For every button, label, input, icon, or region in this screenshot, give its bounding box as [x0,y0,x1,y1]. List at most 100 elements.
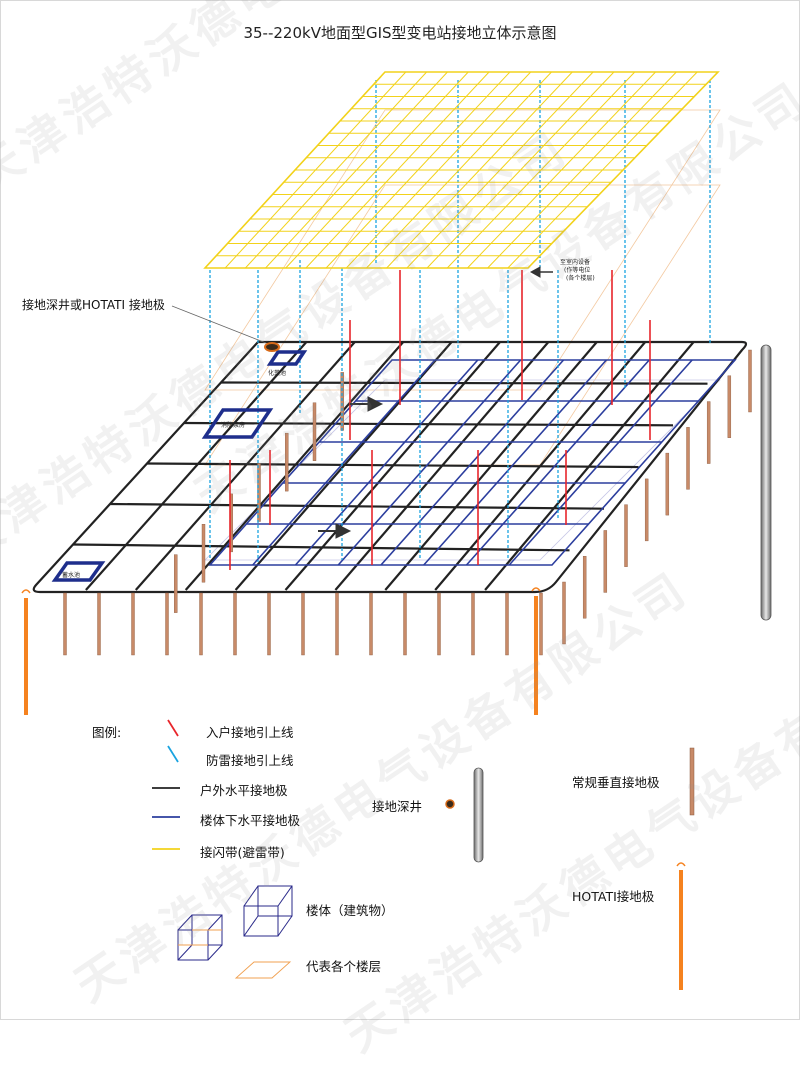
ground-rod [301,592,305,656]
ground-rod [539,592,543,656]
grounding-diagram [21,71,772,990]
ground-rod [131,592,135,656]
legend-deep-well-tube [473,767,484,863]
ground-rod [97,592,101,656]
ground-rod [686,427,690,490]
fire-pump-room [201,408,274,439]
ground-rod [706,401,711,464]
roof-mesh-line [285,71,469,269]
legend-vertical-label: 常规垂直接地极 [572,775,660,790]
ground-rod [562,581,566,645]
outdoor-grid-border [32,340,748,594]
ground-rod [201,524,206,583]
fire-pump-room-label: 消防泵房 [221,422,246,429]
building-grid-line [337,359,522,566]
septic-tank-label: 化粪池 [268,370,287,377]
ground-rod [340,372,344,431]
ground-rod [644,478,649,542]
outdoor-grid-line [384,341,598,591]
roof-mesh-line [446,71,636,269]
lightning-down-conductors [209,80,711,562]
ground-rod [267,592,271,656]
ground-rod [285,432,289,492]
ground-rod [603,530,608,593]
outdoor-grid-line [484,341,695,591]
septic-tank-pit [266,350,308,366]
building-floors [204,109,721,561]
ground-rod [335,592,339,656]
legend-outdoor-label: 户外水平接地极 [200,783,288,798]
deep-well-callout: 接地深井或HOTATI 接地极 [22,298,165,312]
ground-rod [403,592,407,656]
legend-graphics [152,719,695,990]
vertical-ground-rods [63,349,752,656]
legend-floors-label: 代表各个楼层 [306,959,382,974]
roof-mesh-line [305,71,490,269]
roof-mesh-line [345,71,532,269]
roof-mesh-line [487,71,677,269]
indoor-equipment-label-3: (各个楼层) [566,275,595,282]
ground-rod [437,592,441,656]
outdoor-grid-line [134,341,356,591]
ground-rod [165,592,169,656]
ground-rod [727,375,732,438]
legend-lightning-line [167,745,179,763]
ground-rod [233,592,237,656]
ground-rod [174,554,178,613]
page-title: 35--220kV地面型GIS型变电站接地立体示意图 [243,24,557,42]
ground-rod [624,504,628,567]
deep-well-marker [264,342,280,352]
building-grid-line [380,359,565,566]
legend-building-cube-large [243,885,293,937]
roof-mesh-line [467,71,656,269]
indoor-equipment-label-2: (作等电位 [564,267,591,274]
legend-deep-well-label: 接地深井 [372,799,423,814]
outdoor-grid-line [334,341,550,591]
incoming-ground-leads [229,270,651,570]
legend-under-building-label: 楼体下水平接地极 [200,813,301,828]
ground-rod [199,592,203,656]
deep-well-callout-line [171,305,267,344]
pits [51,350,308,582]
roof-mesh-line [325,71,511,269]
building-grid-line [508,359,693,566]
ground-rod [748,349,752,413]
indoor-equipment-label-1: 至室内设备 [560,259,591,266]
roof-mesh-line [224,71,407,269]
building-grid-line [423,359,607,566]
roof-mesh-line [265,71,448,269]
under-building-grid [208,359,737,566]
current-arrows [318,266,553,539]
legend-air-terminal-label: 接闪带(避雷带) [200,845,285,860]
corner-pit-label: 蓄水池 [62,572,81,579]
building-grid-line [252,359,436,566]
outdoor-grid-line [85,341,308,591]
roof-mesh-border [203,71,720,269]
legend-heading: 图例: [92,725,122,740]
ground-rod [471,592,475,656]
ground-rod [369,592,373,656]
legend-building-cube-small [177,914,223,961]
outdoor-horizontal-grid [32,340,748,594]
legend-floor-plane [234,961,292,979]
roof-air-terminal-mesh [203,71,720,269]
deep-well-right [760,344,772,621]
ground-rod [312,402,317,461]
ground-rod [582,556,587,619]
legend-vertical-rod [689,747,695,816]
legend-incoming-line [167,719,179,737]
legend-building-label: 楼体（建筑物） [306,903,394,918]
outdoor-grid-line [234,341,453,591]
roof-mesh-line [507,71,698,269]
building-grid-border [208,359,737,566]
outdoor-grid-line [434,341,647,591]
roof-mesh-line [406,71,594,269]
ground-rod [505,592,509,656]
roof-mesh-line [245,71,427,269]
roof-mesh-line [386,71,573,269]
legend-deep-well-dot [445,799,455,809]
hotati-electrodes [21,587,541,715]
legend-hotati-label: HOTATI接地极 [572,889,655,904]
ground-rod [665,452,670,516]
roof-mesh-line [366,71,552,269]
